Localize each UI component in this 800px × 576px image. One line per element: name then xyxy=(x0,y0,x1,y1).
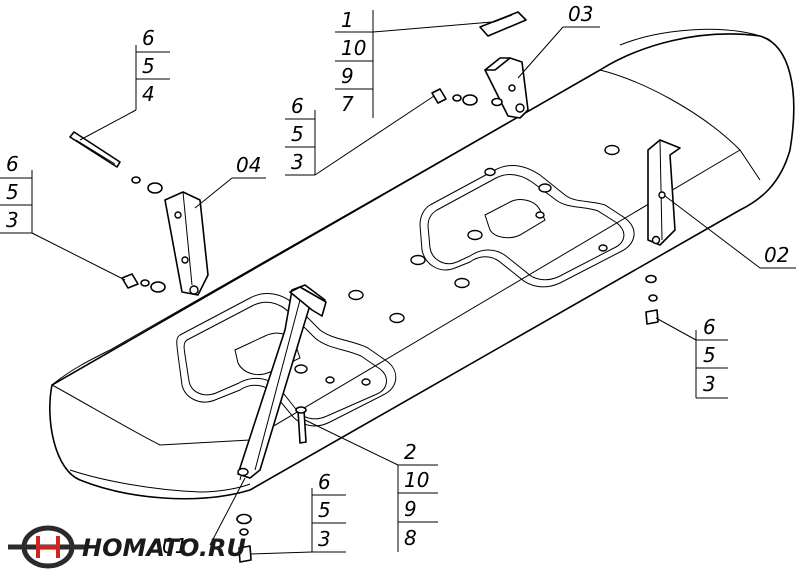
logo-text: HOMATO.RU xyxy=(82,534,246,562)
logo-h-mark xyxy=(36,536,60,558)
callout-bracket-02: 02 xyxy=(764,243,789,267)
callout-top-stack-2: 10 xyxy=(341,36,366,60)
callout-labels: 6 5 4 6 5 3 04 1 10 9 7 03 6 5 3 02 6 5 … xyxy=(6,2,789,558)
leader-lines xyxy=(0,10,796,555)
bolt-left xyxy=(121,273,166,293)
callout-top-stack-3: 9 xyxy=(341,64,354,88)
stamped-recess-front xyxy=(176,293,397,427)
callout-top-stack-1: 1 xyxy=(341,8,354,32)
long-bolt xyxy=(69,131,163,194)
callout-bracket-03: 03 xyxy=(568,2,593,26)
callout-bottom-a-4: 8 xyxy=(404,526,417,550)
callout-mid-stack-1: 6 xyxy=(291,94,304,118)
plate-1 xyxy=(479,11,527,37)
bolt-bottom xyxy=(236,513,252,563)
callout-bolt-top-left-3: 4 xyxy=(142,82,155,106)
callout-bottom-b-2: 5 xyxy=(318,498,331,522)
callout-mid-stack-3: 3 xyxy=(291,150,304,174)
callout-mid-stack-2: 5 xyxy=(291,122,304,146)
stud-center xyxy=(295,406,307,444)
callout-bolt-top-left-2: 5 xyxy=(142,54,155,78)
callout-washer-left-1: 6 xyxy=(6,152,19,176)
bracket-04 xyxy=(164,191,209,296)
homato-logo: HOMATO.RU xyxy=(8,525,246,569)
stamped-recess-rear xyxy=(419,164,635,288)
callout-top-stack-4: 7 xyxy=(341,92,354,116)
bracket-flap xyxy=(289,286,327,317)
callout-bottom-a-3: 9 xyxy=(404,497,417,521)
callout-bracket-04: 04 xyxy=(236,153,261,177)
bolt-rear xyxy=(431,88,503,107)
callout-washer-left-3: 3 xyxy=(6,208,19,232)
callout-bottom-b-3: 3 xyxy=(318,527,331,551)
callout-right-stack-3: 3 xyxy=(703,372,716,396)
callout-bottom-b-1: 6 xyxy=(318,470,331,494)
callout-right-stack-1: 6 xyxy=(703,315,716,339)
bracket-03 xyxy=(484,57,529,119)
plate-holes xyxy=(294,144,620,386)
bolt-right xyxy=(645,274,659,325)
bracket-02 xyxy=(647,139,681,246)
callout-bracket-01: 01 xyxy=(162,534,187,558)
callout-bolt-top-left-1: 6 xyxy=(142,26,155,50)
callout-bottom-a-2: 10 xyxy=(404,468,429,492)
callout-bottom-a-1: 2 xyxy=(404,440,417,464)
callout-right-stack-2: 5 xyxy=(703,343,716,367)
callout-washer-left-2: 5 xyxy=(6,180,19,204)
